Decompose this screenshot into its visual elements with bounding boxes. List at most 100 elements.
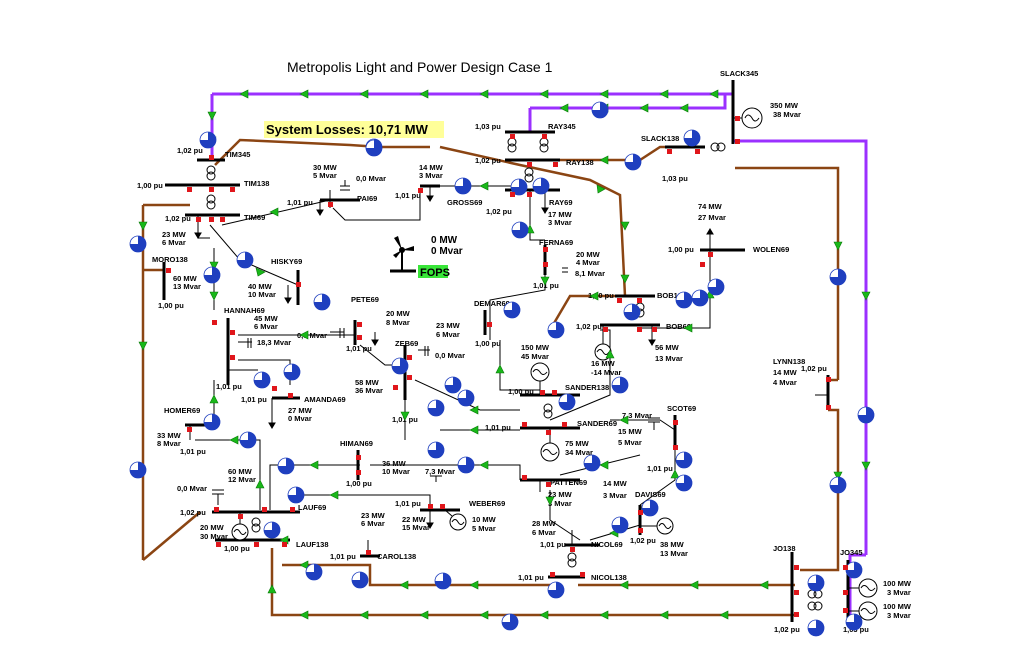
capacitor-scot[interactable] bbox=[648, 417, 660, 430]
breaker[interactable] bbox=[288, 393, 293, 398]
breaker[interactable] bbox=[735, 116, 740, 121]
line-carol-nicol138[interactable] bbox=[282, 563, 555, 587]
transformer-jo138-345-b[interactable] bbox=[807, 601, 823, 611]
transformer-nicol69-138[interactable] bbox=[567, 552, 577, 568]
breaker[interactable] bbox=[843, 608, 848, 613]
breaker[interactable] bbox=[667, 149, 672, 154]
flow-pie[interactable] bbox=[547, 321, 565, 339]
breaker[interactable] bbox=[272, 386, 277, 391]
breaker[interactable] bbox=[209, 217, 214, 222]
flow-pie[interactable] bbox=[457, 389, 475, 407]
capacitor-pai[interactable] bbox=[340, 180, 350, 191]
breaker[interactable] bbox=[187, 427, 192, 432]
flow-pie[interactable] bbox=[283, 363, 301, 381]
line-slack345-jo345[interactable] bbox=[733, 139, 868, 555]
breaker[interactable] bbox=[553, 162, 558, 167]
fops-wind-generator[interactable]: FOPS 0 MW 0 Mvar bbox=[390, 235, 463, 279]
line-pai-gross[interactable] bbox=[332, 190, 421, 221]
line-scot-davis[interactable] bbox=[639, 450, 676, 506]
flow-pie[interactable] bbox=[857, 406, 875, 424]
breaker[interactable] bbox=[230, 330, 235, 335]
flow-pie[interactable] bbox=[129, 461, 147, 479]
breaker[interactable] bbox=[580, 572, 585, 577]
flow-pie[interactable] bbox=[454, 177, 472, 195]
line-ray138-bob138[interactable] bbox=[439, 145, 627, 297]
flow-pie[interactable] bbox=[510, 178, 528, 196]
flow-pie[interactable] bbox=[707, 278, 725, 296]
flow-pie[interactable] bbox=[427, 441, 445, 459]
breaker[interactable] bbox=[603, 327, 608, 332]
flow-pie[interactable] bbox=[305, 563, 323, 581]
flow-pie[interactable] bbox=[365, 139, 383, 157]
transformer-slack345-138[interactable] bbox=[710, 142, 726, 152]
flow-pie[interactable] bbox=[675, 474, 693, 492]
line-zeb-sander69[interactable] bbox=[414, 379, 520, 411]
breaker[interactable] bbox=[638, 528, 643, 533]
line-demar-sander138[interactable] bbox=[499, 340, 540, 391]
breaker[interactable] bbox=[540, 390, 545, 395]
flow-pie[interactable] bbox=[807, 574, 825, 592]
flow-pie[interactable] bbox=[829, 476, 847, 494]
flow-pie[interactable] bbox=[547, 581, 565, 599]
capacitor-hanna[interactable] bbox=[238, 338, 252, 348]
breaker[interactable] bbox=[216, 542, 221, 547]
transformer-lauf69-138[interactable] bbox=[251, 517, 261, 533]
line-slack138-lynn138[interactable] bbox=[735, 166, 840, 380]
breaker[interactable] bbox=[543, 247, 548, 252]
flow-pie[interactable] bbox=[199, 131, 217, 149]
breaker[interactable] bbox=[487, 322, 492, 327]
breaker[interactable] bbox=[695, 149, 700, 154]
flow-pie[interactable] bbox=[263, 521, 281, 539]
flow-pie[interactable] bbox=[511, 221, 529, 239]
line-tim138-ray138[interactable] bbox=[214, 138, 381, 166]
capacitor-zeb[interactable] bbox=[418, 346, 430, 356]
breaker[interactable] bbox=[262, 507, 267, 512]
generator-slack[interactable] bbox=[733, 107, 763, 129]
flow-pie[interactable] bbox=[829, 268, 847, 286]
breaker[interactable] bbox=[366, 550, 371, 555]
flow-pie[interactable] bbox=[313, 293, 331, 311]
breaker[interactable] bbox=[617, 298, 622, 303]
flow-pie[interactable] bbox=[277, 457, 295, 475]
breaker[interactable] bbox=[522, 475, 527, 480]
breaker[interactable] bbox=[290, 507, 295, 512]
flow-pie[interactable] bbox=[391, 357, 409, 375]
flow-pie[interactable] bbox=[675, 291, 693, 309]
capacitor-pete[interactable] bbox=[330, 328, 345, 338]
transformer-ray345-138[interactable] bbox=[507, 137, 549, 153]
flow-pie[interactable] bbox=[434, 572, 452, 590]
flow-pie[interactable] bbox=[845, 613, 863, 631]
breaker[interactable] bbox=[735, 139, 740, 144]
breaker[interactable] bbox=[510, 192, 515, 197]
transformer-tim345-138[interactable] bbox=[206, 165, 216, 181]
line-lauf69-himan[interactable] bbox=[269, 464, 360, 510]
flow-pie[interactable] bbox=[583, 454, 601, 472]
breaker[interactable] bbox=[794, 612, 799, 617]
line-ray345-slack345[interactable] bbox=[530, 94, 727, 110]
breaker[interactable] bbox=[220, 217, 225, 222]
breaker[interactable] bbox=[407, 355, 412, 360]
breaker[interactable] bbox=[357, 335, 362, 340]
line-himan-patten[interactable] bbox=[370, 464, 521, 480]
breaker[interactable] bbox=[637, 327, 642, 332]
breaker[interactable] bbox=[357, 322, 362, 327]
generator-sander69[interactable] bbox=[540, 428, 560, 462]
flow-pie[interactable] bbox=[503, 301, 521, 319]
breaker[interactable] bbox=[794, 565, 799, 570]
breaker[interactable] bbox=[196, 217, 201, 222]
flow-pie[interactable] bbox=[239, 431, 257, 449]
breaker[interactable] bbox=[510, 134, 515, 139]
flow-pie[interactable] bbox=[623, 303, 641, 321]
generator-jo2[interactable] bbox=[848, 601, 878, 621]
breaker[interactable] bbox=[527, 192, 532, 197]
breaker[interactable] bbox=[166, 268, 171, 273]
flow-pie[interactable] bbox=[236, 251, 254, 269]
flow-pie[interactable] bbox=[683, 129, 701, 147]
flow-pie[interactable] bbox=[641, 499, 659, 517]
flow-pie[interactable] bbox=[427, 399, 445, 417]
breaker[interactable] bbox=[522, 422, 527, 427]
breaker[interactable] bbox=[440, 504, 445, 509]
flow-pie[interactable] bbox=[501, 613, 519, 631]
capacitor-lauf[interactable] bbox=[212, 489, 224, 505]
breaker[interactable] bbox=[187, 187, 192, 192]
